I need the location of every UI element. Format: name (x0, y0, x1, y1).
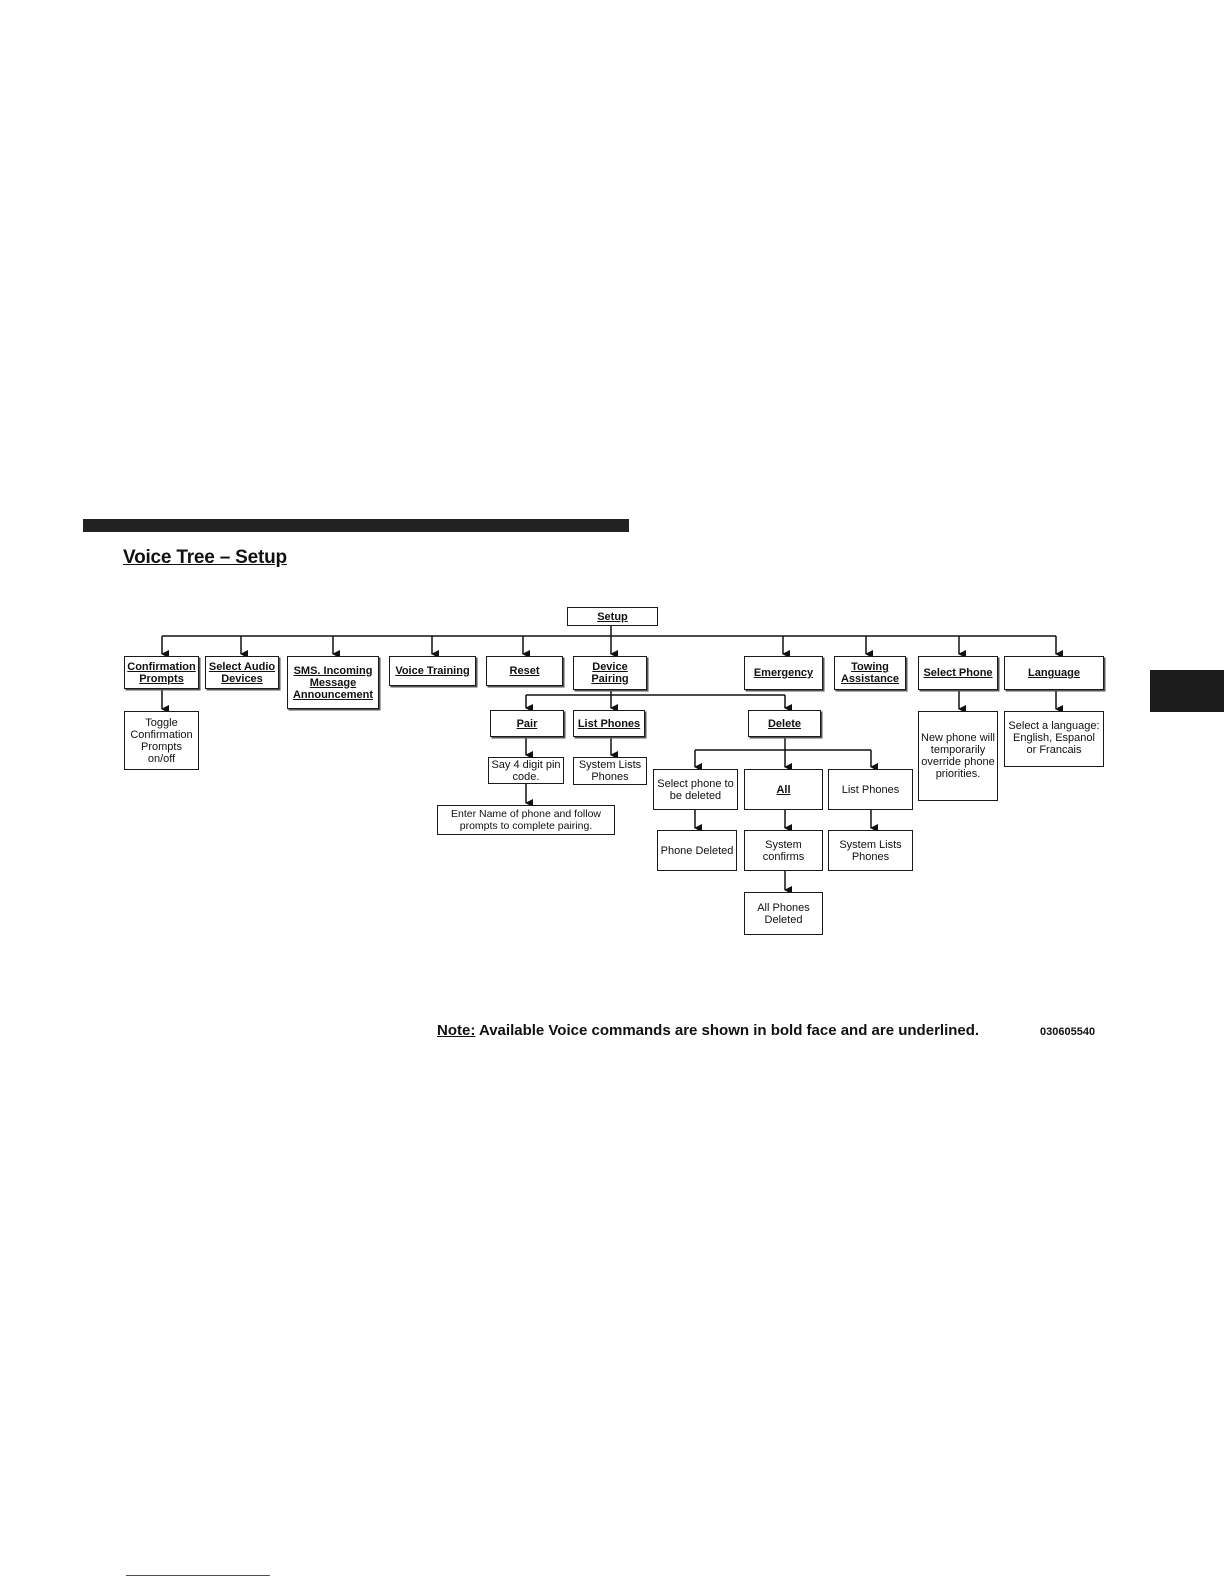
node-device-pairing: Device Pairing (573, 656, 647, 690)
chapter-tab (1150, 670, 1224, 712)
node-setup: Setup (567, 607, 658, 626)
page-title: Voice Tree – Setup (123, 547, 287, 568)
node-select-phone-delete: Select phone to be deleted (653, 769, 738, 810)
node-reset: Reset (486, 656, 563, 686)
node-confirmation-prompts: Confirmation Prompts (124, 656, 199, 689)
node-towing-assistance: Towing Assistance (834, 656, 906, 690)
node-all-phones-deleted: All Phones Deleted (744, 892, 823, 935)
node-language: Language (1004, 656, 1104, 690)
node-emergency: Emergency (744, 656, 823, 690)
node-toggle-confirmation: Toggle Confirmation Prompts on/off (124, 711, 199, 770)
node-enter-name: Enter Name of phone and follow prompts t… (437, 805, 615, 835)
node-system-confirms: System confirms (744, 830, 823, 871)
node-list-phones-delete: List Phones (828, 769, 913, 810)
node-pair: Pair (490, 710, 564, 737)
node-select-phone-result: New phone will temporarily override phon… (918, 711, 998, 801)
footnote-text: Available Voice commands are shown in bo… (475, 1022, 980, 1039)
node-select-audio-devices: Select Audio Devices (205, 656, 279, 689)
node-delete: Delete (748, 710, 821, 737)
footnote-label: Note: (437, 1022, 476, 1039)
footnote: Note: Available Voice commands are shown… (437, 1022, 979, 1039)
node-system-lists-phones-pairing: System Lists Phones (573, 757, 647, 785)
node-phone-deleted: Phone Deleted (657, 830, 737, 871)
node-system-lists-phones-delete: System Lists Phones (828, 830, 913, 871)
node-all: All (744, 769, 823, 810)
node-say-pin: Say 4 digit pin code. (488, 757, 564, 784)
section-rule (83, 519, 629, 532)
figure-code: 030605540 (1040, 1026, 1096, 1038)
node-sms-announcement: SMS. Incoming Message Announcement (287, 656, 379, 709)
node-language-result: Select a language: English, Espanol or F… (1004, 711, 1104, 767)
bottom-link-line (126, 1575, 270, 1576)
node-voice-training: Voice Training (389, 656, 476, 686)
node-list-phones: List Phones (573, 710, 645, 737)
node-select-phone: Select Phone (918, 656, 998, 690)
